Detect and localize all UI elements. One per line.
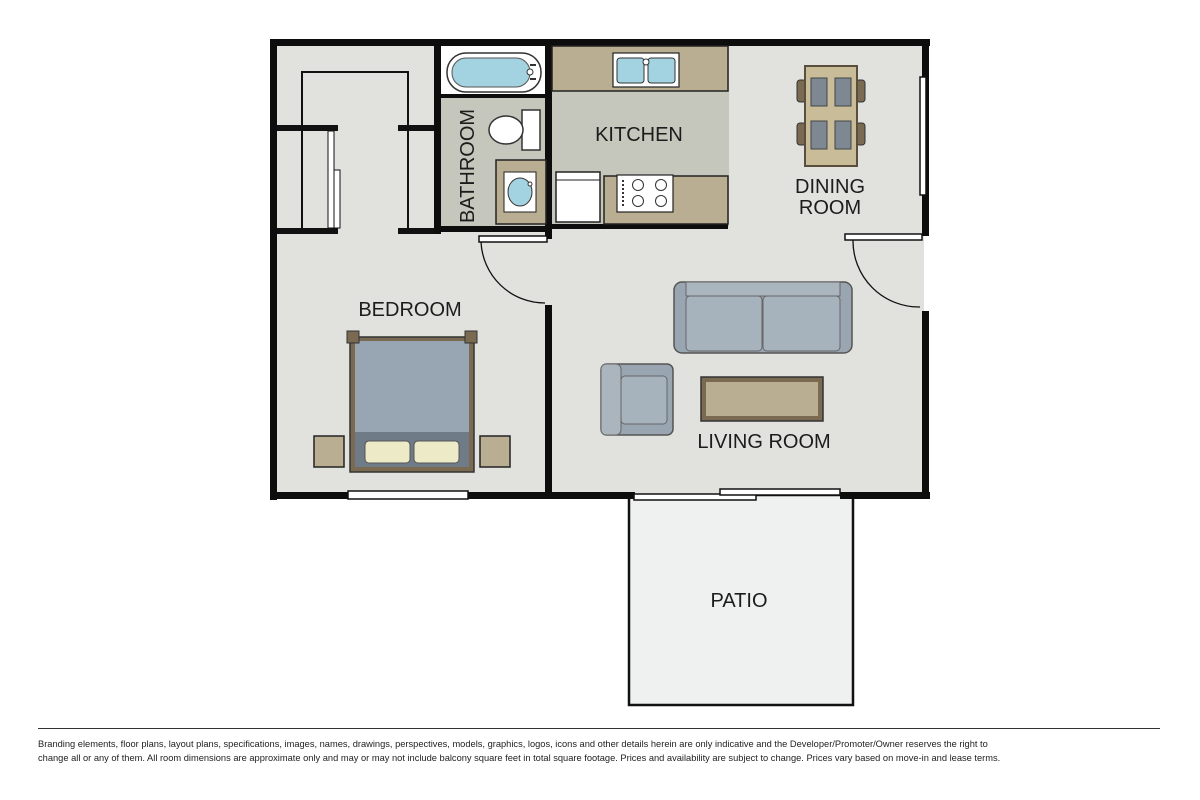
- bedroom-closet: [276, 71, 440, 234]
- bathroom-label: BATHROOM: [457, 109, 479, 223]
- bedroom-window: [347, 490, 469, 500]
- kitchen-label: KITCHEN: [595, 124, 683, 146]
- armchair: [600, 363, 674, 436]
- wall-bottom-right: [840, 492, 930, 499]
- entry-door-leaf: [844, 233, 923, 241]
- coffee-table: [700, 376, 824, 422]
- nightstand-left: [313, 435, 345, 468]
- bedroom-label: BEDROOM: [358, 299, 461, 321]
- wall-left: [270, 39, 277, 500]
- wall-bed-living: [545, 305, 552, 499]
- dining-label-line1: DINING: [795, 176, 865, 198]
- entry-door-swing: [852, 239, 921, 308]
- dining-window: [919, 76, 927, 196]
- wall-top: [270, 39, 930, 46]
- bathtub: [446, 52, 542, 93]
- patio-floor: [627, 493, 855, 707]
- floor-plan: BEDROOM BATHROOM KITCHEN DINING ROOM LIV…: [270, 39, 930, 707]
- refrigerator: [555, 171, 601, 223]
- slider-panel-left: [633, 493, 757, 501]
- disclaimer-line-1: Branding elements, floor plans, layout p…: [38, 739, 988, 749]
- patio-label: PATIO: [710, 590, 767, 612]
- wall-bath-kitchen: [545, 45, 552, 239]
- living-room-label: LIVING ROOM: [697, 431, 830, 453]
- dining-label-line2: ROOM: [799, 197, 861, 219]
- disclaimer-divider: [38, 728, 1160, 729]
- dining-table: [796, 65, 866, 167]
- sofa: [673, 281, 853, 354]
- wall-kitchen-bottom: [552, 224, 728, 229]
- wall-right-lower: [922, 311, 929, 499]
- disclaimer-line-2: change all or any of them. All room dime…: [38, 753, 1001, 763]
- toilet: [488, 109, 541, 151]
- windows: [347, 76, 927, 501]
- bath-door-leaf: [478, 235, 548, 243]
- wall-bath-bottom: [434, 226, 552, 232]
- bed: [346, 330, 478, 473]
- wall-bath-left: [434, 45, 441, 234]
- door-swings: [480, 239, 921, 308]
- kitchen-counter-bottom: [603, 174, 729, 225]
- kitchen-counter-top: [551, 45, 729, 92]
- bath-door-swing: [480, 241, 546, 304]
- bathroom-vanity: [495, 159, 547, 225]
- disclaimer: Branding elements, floor plans, layout p…: [38, 737, 1162, 765]
- nightstand-right: [479, 435, 511, 468]
- slider-panel-right: [719, 488, 841, 496]
- wall-tub-bath: [440, 94, 548, 98]
